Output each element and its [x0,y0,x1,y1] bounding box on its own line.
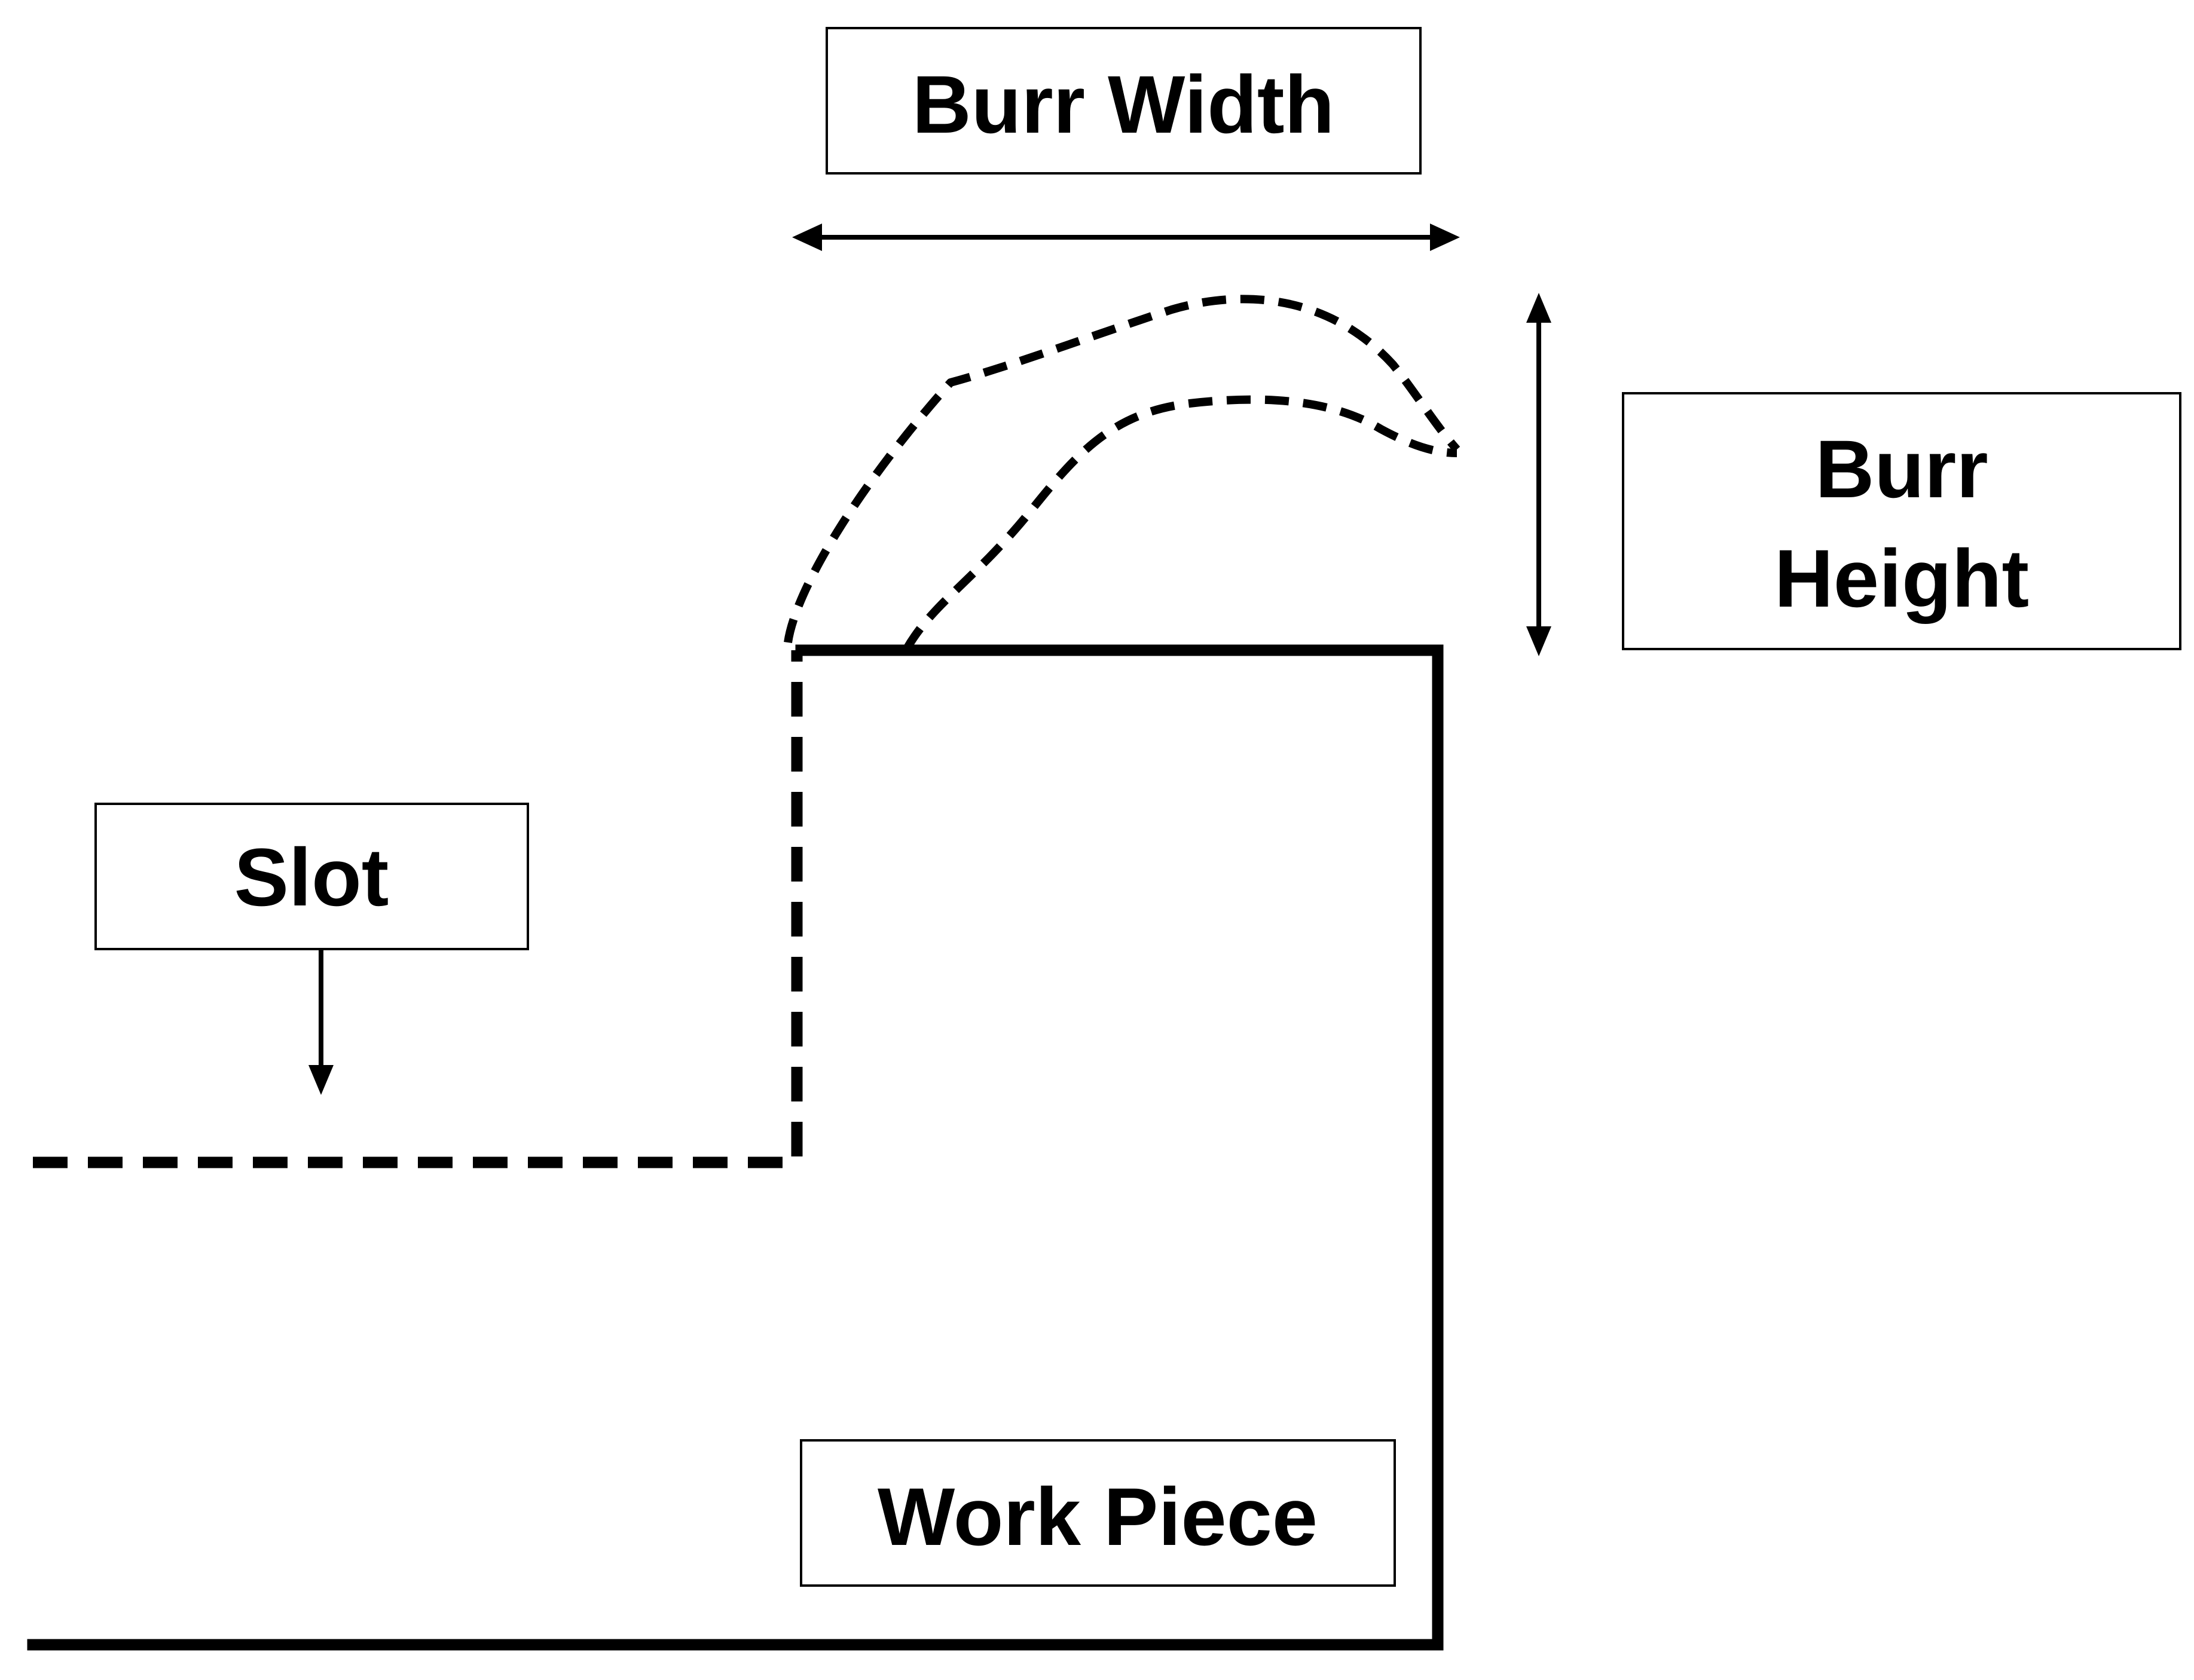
burr-width-label-text: Burr Width [912,59,1334,151]
burr-height-arrow-top-head [1526,293,1551,323]
burr-width-label-box [826,27,1422,175]
work-piece-label-box [800,1439,1396,1587]
burr-width-label: Burr Width [826,27,1422,175]
slot-pointer [308,947,334,1095]
burr-height-label-line1: Burr [1815,424,1988,515]
burr-inner-contour [903,395,1457,651]
work-piece-label-text: Work Piece [878,1471,1318,1563]
burr-height-label-box [1622,392,2181,650]
burr-outer-contour [784,295,1460,643]
burr-width-arrow-left-head [792,224,822,251]
slot-label-box [94,803,529,950]
work-piece-outline [27,644,1444,1651]
slot-label-text: Slot [234,832,389,923]
burr-height-label-line2: Height [1774,533,2029,625]
slot-label: Slot [94,803,529,950]
burr-width-arrow-right-head [1430,224,1460,251]
burr-height-label: Burr Height [1622,392,2181,650]
burr-width-dimension [792,224,1460,251]
work-piece-label: Work Piece [800,1439,1396,1587]
burr-height-dimension [1526,293,1551,656]
burr-height-arrow-bottom-head [1526,626,1551,656]
slot-pointer-head [308,1065,334,1095]
slot-profile [33,650,803,1168]
